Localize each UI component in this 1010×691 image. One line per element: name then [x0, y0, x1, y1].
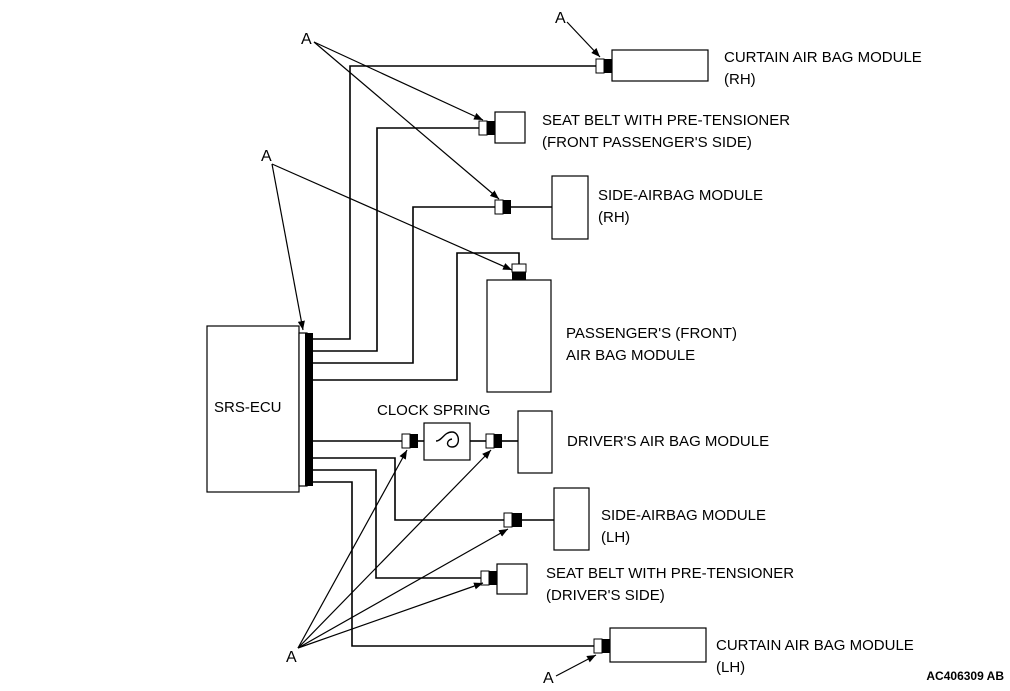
connector-side-airbag-rh: [494, 199, 511, 215]
clock-spring-label: CLOCK SPRING: [377, 402, 490, 419]
reference-code: AC406309 AB: [926, 669, 1004, 683]
seatbelt-passenger-box: [494, 111, 526, 144]
side-airbag-lh-label-line1: SIDE-AIRBAG MODULE: [601, 507, 766, 524]
side-airbag-rh-label-line2: (RH): [598, 209, 630, 226]
callout-arrow-seatbelt-passenger: [313, 41, 484, 121]
driver-airbag-box: [517, 410, 553, 474]
clock-spring-coil-icon: [435, 431, 460, 448]
passenger-airbag-label-line1: PASSENGER'S (FRONT): [566, 325, 737, 342]
callout-a-upper: A: [301, 31, 312, 48]
callout-a-bottom: A: [543, 670, 554, 687]
callout-arrow-ecu: [271, 163, 305, 331]
callout-arrow-curtain-lh: [555, 654, 597, 677]
seatbelt-driver-label-line2: (DRIVER'S SIDE): [546, 587, 665, 604]
passenger-airbag-box: [486, 279, 552, 393]
callout-arrow-side-airbag-rh: [313, 41, 500, 200]
seatbelt-driver-box: [496, 563, 528, 595]
curtain-airbag-lh-label-line2: (LH): [716, 659, 745, 676]
clock-spring-box: [423, 422, 471, 461]
side-airbag-rh-box: [551, 175, 589, 240]
srs-ecu-label: SRS-ECU: [214, 399, 282, 416]
side-airbag-lh-box: [553, 487, 590, 551]
wire-side-airbag-rh: [313, 206, 495, 364]
wire-curtain-lh: [313, 481, 594, 647]
wire-curtain-rh: [313, 65, 596, 340]
srs-ecu-box: [206, 325, 300, 493]
wiring-harness: [313, 65, 596, 647]
connector-seatbelt-driver: [480, 570, 497, 586]
wire-side-airbag-lh: [313, 457, 504, 521]
seatbelt-driver-label-line1: SEAT BELT WITH PRE-TENSIONER: [546, 565, 794, 582]
callout-arrow-side-airbag-lh: [297, 528, 509, 649]
callout-arrow-clock-spring-in: [297, 449, 408, 649]
curtain-airbag-rh-label-line2: (RH): [724, 71, 756, 88]
connector-side-airbag-lh: [503, 512, 522, 528]
side-airbag-rh-label-line1: SIDE-AIRBAG MODULE: [598, 187, 763, 204]
callout-a-left: A: [261, 148, 272, 165]
connectors: [401, 58, 612, 654]
ecu-connector: [305, 333, 313, 486]
passenger-airbag-label-line2: AIR BAG MODULE: [566, 347, 695, 364]
wire-passenger-airbag: [313, 252, 520, 381]
connector-passenger-airbag: [511, 263, 527, 280]
callout-arrow-curtain-rh: [566, 21, 601, 58]
callout-a-lower: A: [286, 649, 297, 666]
curtain-airbag-lh-label-line1: CURTAIN AIR BAG MODULE: [716, 637, 914, 654]
callout-arrow-clock-spring-out: [297, 449, 492, 649]
wire-seatbelt-passenger: [313, 127, 479, 352]
callout-arrow-passenger-airbag: [271, 163, 513, 271]
curtain-airbag-rh-label-line1: CURTAIN AIR BAG MODULE: [724, 49, 922, 66]
seatbelt-passenger-label-line2: (FRONT PASSENGER'S SIDE): [542, 134, 752, 151]
driver-airbag-label: DRIVER'S AIR BAG MODULE: [567, 433, 769, 450]
side-airbag-lh-label-line2: (LH): [601, 529, 630, 546]
connector-clock-spring-out: [485, 433, 502, 449]
curtain-airbag-lh-box: [609, 627, 707, 663]
callout-a-top: A: [555, 10, 566, 27]
connector-curtain-rh: [595, 58, 612, 74]
curtain-airbag-rh-box: [611, 49, 709, 82]
wire-seatbelt-driver: [313, 469, 481, 579]
connector-curtain-lh: [593, 638, 610, 654]
connector-seatbelt-passenger: [478, 120, 495, 136]
connector-clock-spring-in: [401, 433, 418, 449]
seatbelt-passenger-label-line1: SEAT BELT WITH PRE-TENSIONER: [542, 112, 790, 129]
callout-arrow-seatbelt-driver: [297, 582, 484, 649]
